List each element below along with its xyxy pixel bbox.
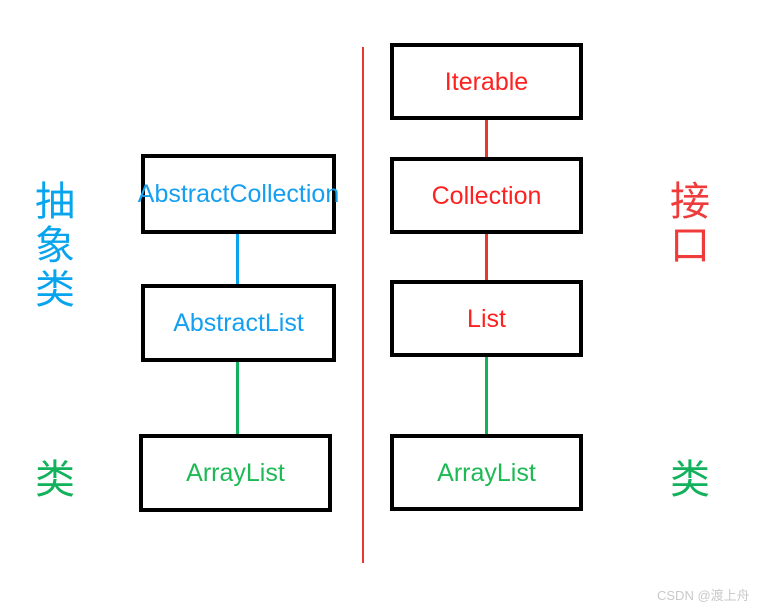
node-label-collection: Collection — [431, 181, 542, 210]
node-abstract-collection[interactable]: AbstractCollection — [137, 154, 340, 234]
node-label-array-list-right: ArrayList — [437, 458, 536, 487]
node-label-abstract-collection: AbstractCollection — [137, 180, 340, 208]
node-label-list: List — [467, 304, 506, 333]
connector-abstractcollection-abstractlist — [236, 234, 239, 284]
node-label-abstract-list: AbstractList — [173, 309, 304, 337]
node-collection[interactable]: Collection — [390, 157, 583, 234]
connector-collection-list — [485, 232, 488, 282]
node-abstract-list[interactable]: AbstractList — [141, 284, 336, 362]
side-label-class-right: 类 — [670, 458, 710, 502]
connector-list-arraylist — [485, 355, 488, 436]
node-list[interactable]: List — [390, 280, 583, 357]
side-label-class-left: 类 — [35, 458, 75, 502]
node-array-list-left[interactable]: ArrayList — [139, 434, 332, 512]
side-label-abstract-class: 抽 象 类 — [35, 180, 75, 312]
node-array-list-right[interactable]: ArrayList — [390, 434, 583, 511]
connector-abstractlist-arraylist — [236, 362, 239, 434]
node-label-iterable: Iterable — [444, 67, 529, 96]
node-label-array-list-left: ArrayList — [186, 459, 285, 487]
connector-iterable-collection — [485, 118, 488, 159]
watermark: CSDN @渡上舟 — [657, 588, 750, 603]
side-label-interface: 接 口 — [670, 180, 710, 268]
node-iterable[interactable]: Iterable — [390, 43, 583, 120]
column-divider — [362, 47, 364, 563]
